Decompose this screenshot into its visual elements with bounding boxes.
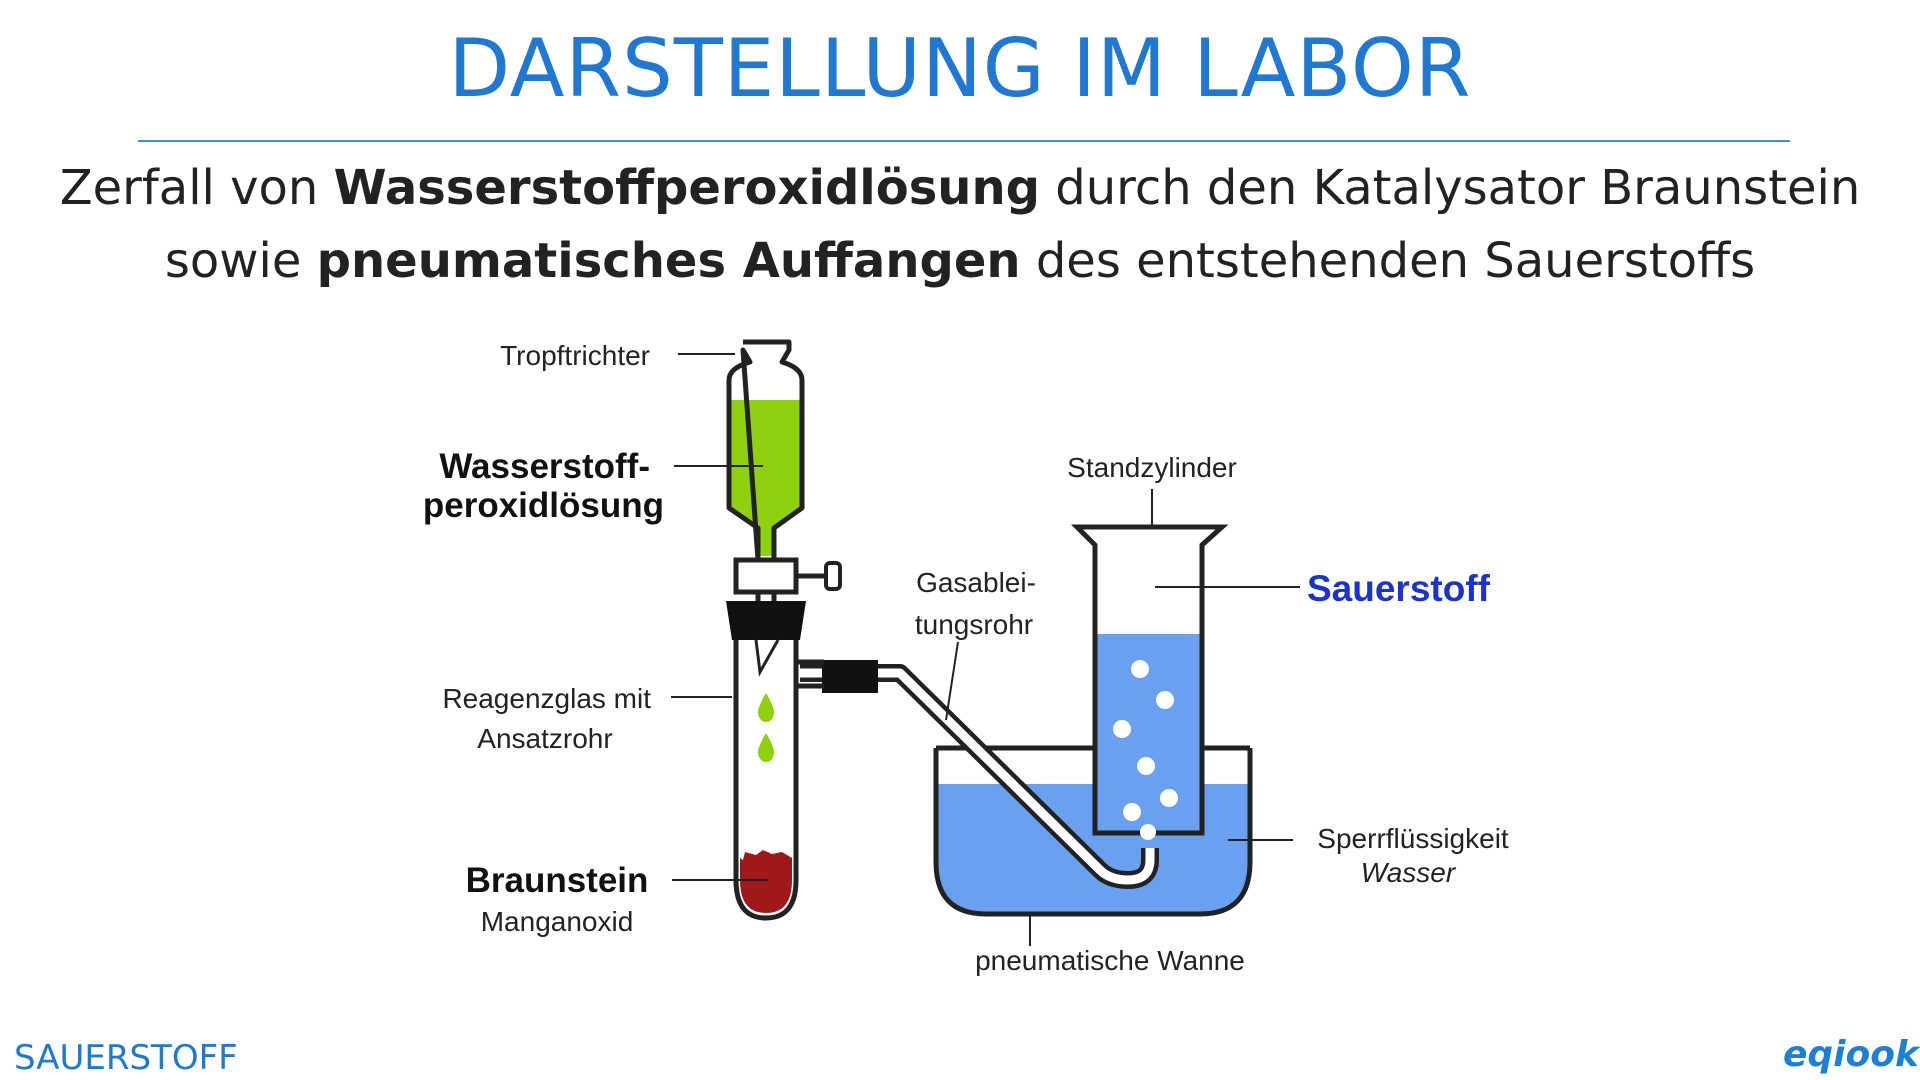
label-gas-line2: tungsrohr	[915, 609, 1033, 640]
label-sauerstoff: Sauerstoff	[1307, 568, 1491, 609]
subtitle: Zerfall von Wasserstoffperoxidlösung dur…	[0, 152, 1920, 298]
tropftrichter	[726, 339, 805, 563]
label-h2o2-line2: peroxidlösung	[423, 486, 664, 525]
footer-topic: SAUERSTOFF	[14, 1038, 238, 1078]
eqiooki-logo: eqiooki	[1783, 1034, 1920, 1075]
subtitle-line-1: Zerfall von Wasserstoffperoxidlösung dur…	[59, 160, 1861, 216]
cylinder-water	[1097, 634, 1200, 833]
braunstein-powder	[740, 850, 792, 913]
label-sperrfluessigkeit: Sperrflüssigkeit	[1317, 823, 1509, 854]
stopcock	[733, 557, 799, 595]
funnel-liquid	[729, 400, 802, 556]
oxygen-bubbles	[1113, 660, 1178, 840]
label-pneumatische-wanne: pneumatische Wanne	[975, 945, 1245, 976]
label-braunstein: Braunstein	[466, 861, 649, 900]
label-reagenzglas-line2: Ansatzrohr	[477, 723, 612, 754]
tube-connector	[822, 660, 878, 693]
label-gas-line1: Gasablei-	[916, 567, 1036, 598]
subtitle-line-2: sowie pneumatisches Auffangen des entste…	[164, 233, 1756, 289]
label-wasser: Wasser	[1361, 857, 1457, 888]
leader-lines	[671, 353, 1300, 946]
reagenzglas	[733, 620, 799, 921]
title-divider	[138, 140, 1790, 142]
slide-title: DARSTELLUNG IM LABOR	[448, 22, 1472, 115]
droplet-1	[757, 693, 775, 722]
pneumatic-trough	[933, 748, 1253, 917]
label-standzylinder: Standzylinder	[1067, 452, 1237, 483]
standzylinder	[1070, 524, 1229, 836]
label-reagenzglas-line1: Reagenzglas mit	[442, 683, 651, 714]
label-manganoxid: Manganoxid	[481, 906, 634, 937]
label-tropftrichter: Tropftrichter	[500, 340, 650, 371]
label-h2o2-line1: Wasserstoff-	[439, 447, 650, 486]
droplet-2	[757, 733, 775, 762]
stopper	[726, 601, 806, 640]
